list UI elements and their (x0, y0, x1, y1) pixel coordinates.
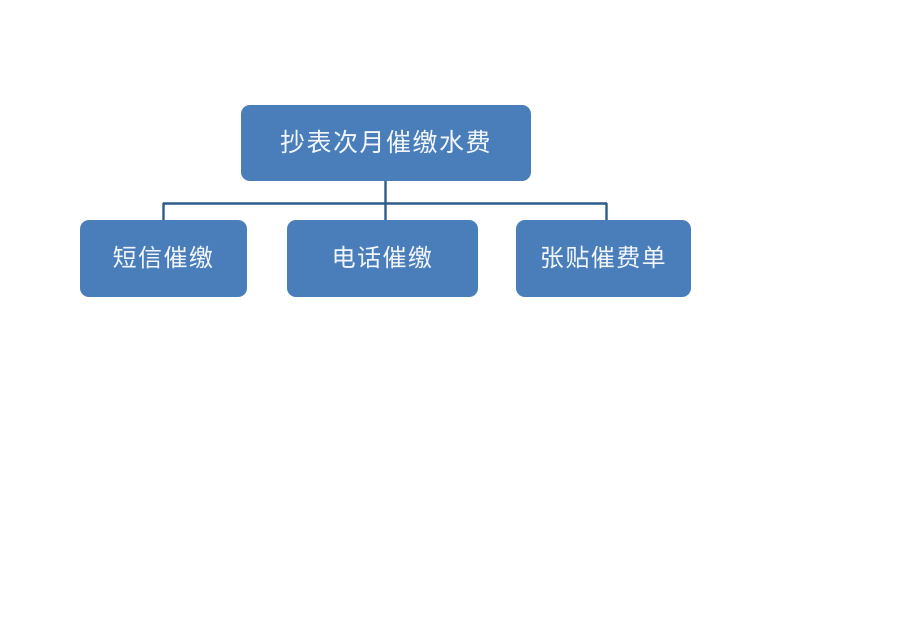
node-root-label: 抄表次月催缴水费 (279, 128, 492, 158)
node-sms-reminder[interactable]: 短信催缴 (80, 220, 247, 297)
node-root[interactable]: 抄表次月催缴水费 (241, 105, 531, 181)
node-sms-reminder-label: 短信催缴 (112, 244, 215, 273)
node-posted-notice-label: 张贴催费单 (539, 244, 668, 273)
node-phone-reminder[interactable]: 电话催缴 (287, 220, 478, 297)
node-posted-notice[interactable]: 张贴催费单 (516, 220, 691, 297)
node-phone-reminder-label: 电话催缴 (331, 244, 434, 273)
